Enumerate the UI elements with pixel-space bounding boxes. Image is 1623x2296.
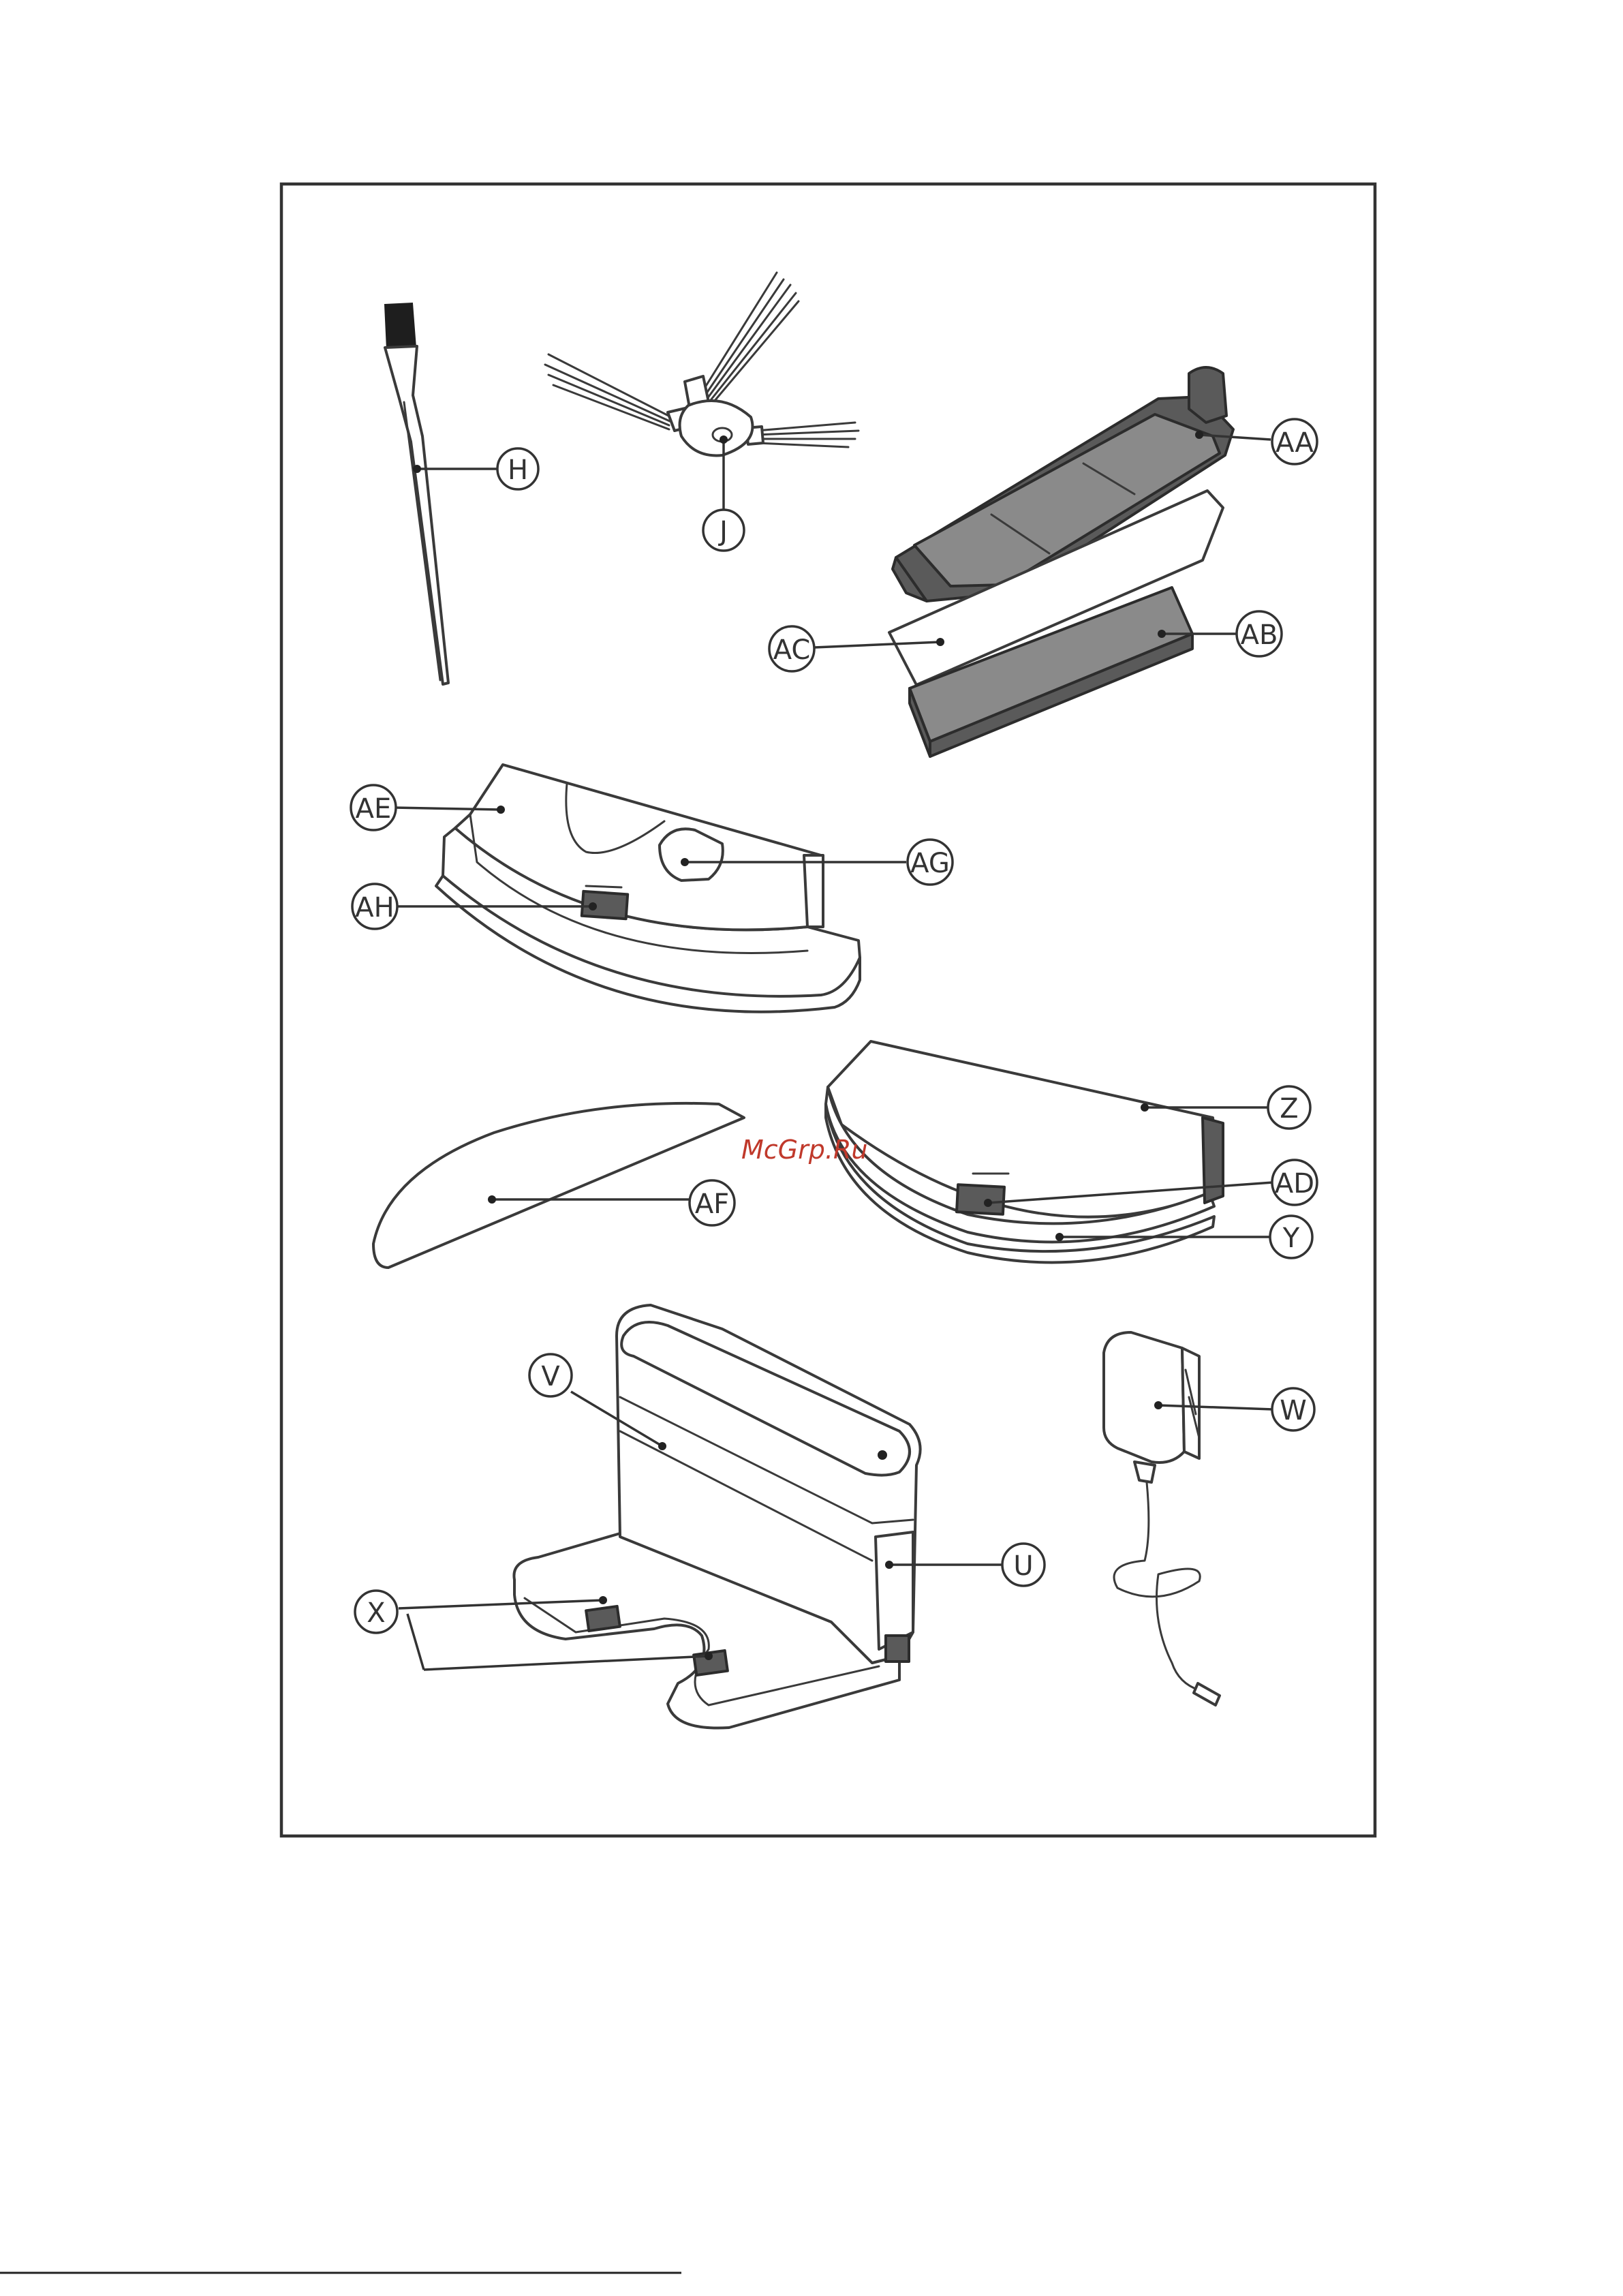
callout-Z-label: Z xyxy=(1280,1093,1298,1124)
callout-AF-label: AF xyxy=(695,1189,729,1220)
callout-AC-label: AC xyxy=(773,634,811,666)
callout-AD-label: AD xyxy=(1275,1168,1314,1199)
callout-AE: AE xyxy=(351,785,396,830)
water-tank xyxy=(826,1041,1223,1262)
callout-AB-label: AB xyxy=(1241,619,1278,651)
callout-Y-label: Y xyxy=(1282,1223,1300,1254)
mop-cloth xyxy=(373,1103,744,1268)
callout-AG-label: AG xyxy=(910,848,950,879)
callout-AH-label: AH xyxy=(355,892,394,923)
callout-AG: AG xyxy=(908,840,953,885)
callout-AD: AD xyxy=(1272,1160,1317,1205)
watermark: McGrp.Ru xyxy=(741,1135,867,1165)
side-brush xyxy=(545,273,859,455)
callout-J-label: J xyxy=(717,516,728,547)
callout-U-label: U xyxy=(1013,1550,1033,1582)
callout-Z: Z xyxy=(1268,1086,1310,1129)
charging-dock xyxy=(514,1305,920,1728)
dust-bin xyxy=(436,765,860,1012)
callout-V-label: V xyxy=(541,1361,560,1392)
callout-AA-label: AA xyxy=(1276,427,1314,459)
callout-AB: AB xyxy=(1237,611,1282,656)
cleaning-brush xyxy=(385,303,448,684)
callout-H-label: H xyxy=(508,455,528,486)
callout-AF: AF xyxy=(690,1180,735,1225)
callout-V: V xyxy=(529,1354,572,1396)
callout-W-label: W xyxy=(1280,1395,1307,1426)
callout-AH: AH xyxy=(352,884,397,929)
callout-H: H xyxy=(497,448,538,489)
callout-X-label: X xyxy=(367,1597,385,1629)
callout-W: W xyxy=(1272,1388,1314,1430)
callout-U: U xyxy=(1002,1544,1045,1586)
power-adapter xyxy=(1104,1332,1220,1705)
callout-Y: Y xyxy=(1270,1216,1312,1258)
callout-X: X xyxy=(355,1591,397,1633)
callout-AA: AA xyxy=(1272,419,1317,464)
callout-J: J xyxy=(703,510,744,551)
callout-AE-label: AE xyxy=(356,793,392,825)
callout-AC: AC xyxy=(769,626,814,671)
